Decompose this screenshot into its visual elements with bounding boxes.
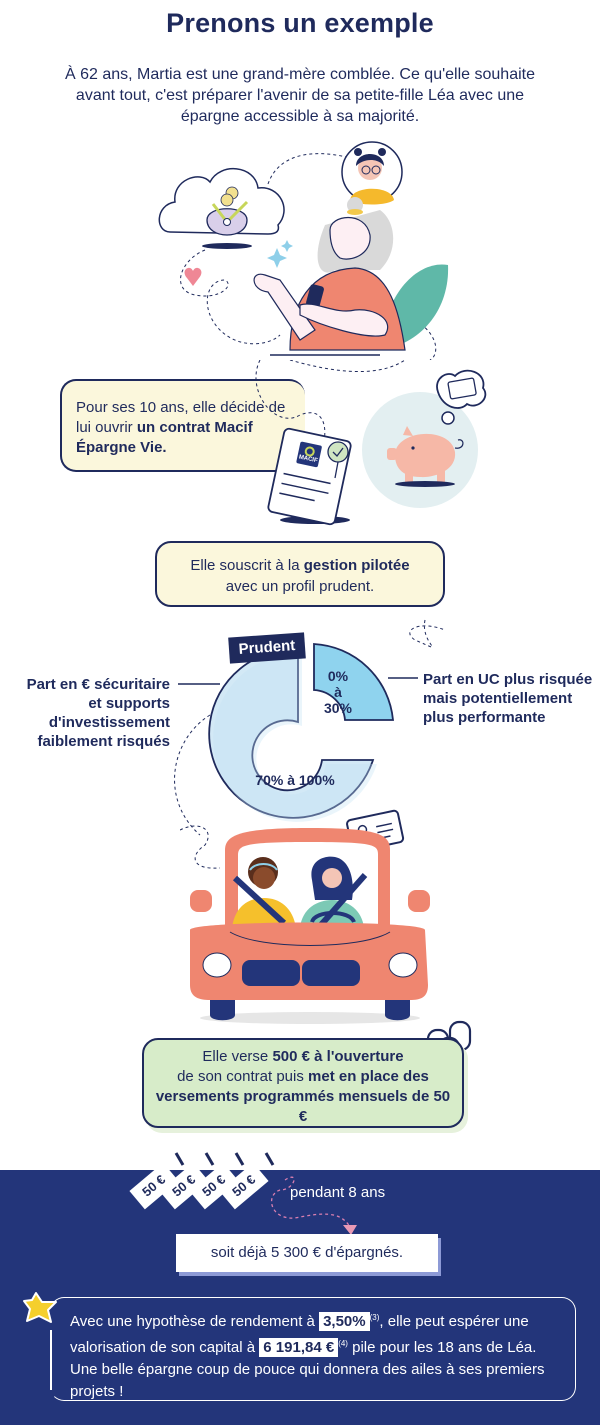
rate-highlight: 3,50%: [319, 1312, 370, 1331]
contract-piggybank-illustration: MACIF: [255, 360, 487, 526]
callout-contract-bold: un contrat Macif Épargne Vie.: [76, 419, 253, 456]
profile-tag: Prudent: [228, 632, 306, 664]
grandmother-illustration: [158, 141, 449, 360]
deposits-bold-1: 500 € à l'ouverture: [272, 1048, 404, 1065]
page-title-text: Prenons un exemple: [166, 8, 434, 38]
euro-part-label: Part en € sécuritaire et supports d'inve…: [26, 676, 170, 750]
car-illustration: [180, 809, 430, 1024]
uc-part-label: Part en UC plus risquée mais potentielle…: [423, 671, 593, 726]
callout-managed-text-2: avec un profil prudent.: [225, 578, 375, 595]
callout-managed-investment: Elle souscrit à la gestion pilotée avec …: [155, 541, 445, 607]
deposits-text-1: Elle verse: [202, 1048, 273, 1065]
uc-segment: [313, 643, 394, 721]
cloud-wallet-icon: [158, 167, 285, 249]
dashed-path: [180, 153, 437, 360]
grille-right: [302, 960, 360, 986]
allocation-donut-chart: [174, 619, 446, 836]
piggy-bank-icon: [362, 369, 487, 508]
dashed-arrow-icon: [271, 1176, 357, 1235]
callout-contract-text: Pour ses 10 ans, elle décide de lui ouvr…: [76, 399, 286, 436]
uc-percentage: 0% à 30%: [318, 668, 358, 716]
granddaughter-avatar: [341, 141, 403, 205]
total-savings-box: soit déjà 5 300 € d'épargnés.: [176, 1234, 438, 1272]
euro-percentage: 70% à 100%: [255, 772, 335, 788]
intro-paragraph: À 62 ans, Martia est une grand-mère comb…: [65, 66, 535, 125]
uc-pct-line2: à: [334, 684, 342, 700]
callout-managed-bold: gestion pilotée: [303, 557, 410, 574]
final-box-left-border: [50, 1330, 52, 1390]
uc-pct-line3: 30%: [323, 700, 353, 716]
capital-highlight: 6 191,84 €: [259, 1338, 339, 1357]
uc-pct-line1: 0%: [327, 668, 349, 684]
callout-deposits: Elle verse 500 € à l'ouverture de son co…: [142, 1038, 464, 1128]
sparkle-icon: [267, 248, 287, 268]
passenger-figure: [232, 857, 296, 928]
driver-figure: [300, 856, 368, 928]
grandmother-figure: [253, 197, 406, 356]
euro-segment: [208, 649, 377, 822]
footnote-ref-3: (3): [369, 1313, 380, 1322]
macif-logo-text: MACIF: [298, 454, 318, 464]
deposits-text-2: de son contrat puis: [177, 1068, 309, 1085]
deposits-bold-2: met en place des versements programmés m…: [155, 1068, 451, 1125]
title-block: Prenons un exemple: [0, 8, 600, 39]
dashed-path: [255, 360, 326, 456]
star-icon: [23, 1292, 57, 1323]
final-valuation-box: Avec une hypothèse de rendement à 3,50%(…: [50, 1297, 576, 1401]
footnote-ref-4: (4): [338, 1339, 348, 1348]
final-text-3: pile pour les 18 ans de Léa. Une belle é…: [70, 1339, 545, 1400]
page-title: Prenons un exemple: [160, 8, 440, 39]
contract-document-icon: MACIF: [267, 427, 352, 526]
callout-contract: Pour ses 10 ans, elle décide de lui ouvr…: [60, 379, 305, 472]
heart-icon: [184, 267, 202, 286]
grille-left: [242, 960, 300, 986]
duration-text: pendant 8 ans: [290, 1184, 386, 1201]
callout-managed-text-1: Elle souscrit à la: [190, 557, 304, 574]
final-text-2: , elle peut espérer une valorisation de …: [70, 1313, 529, 1356]
final-text-1: Avec une hypothèse de rendement à: [70, 1313, 320, 1330]
